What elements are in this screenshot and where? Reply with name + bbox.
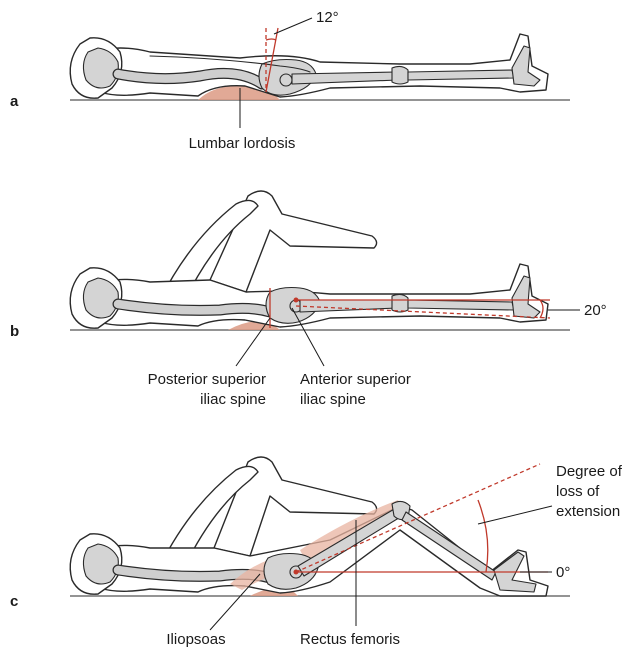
angle-label-a: 12° <box>316 9 339 26</box>
panel-c: Degree of loss of extension 0° Iliopsoas… <box>10 457 623 648</box>
panel-a: 12° Lumbar lordosis a <box>10 9 570 152</box>
label-lumbar-lordosis: Lumbar lordosis <box>189 135 296 152</box>
leader-degree <box>478 506 552 524</box>
label-posterior-line2: iliac spine <box>200 391 266 408</box>
label-anterior-line1: Anterior superior <box>300 371 411 388</box>
leader-angle-a <box>274 18 312 34</box>
label-zero-degree: 0° <box>556 564 570 581</box>
label-anterior-line2: iliac spine <box>300 391 366 408</box>
asis-dot-b <box>294 298 299 303</box>
panel-b: 20° Posterior superior iliac spine Anter… <box>10 191 607 408</box>
label-degree-line1: Degree of <box>556 463 623 480</box>
angle-arc-a <box>266 39 276 40</box>
panel-letter-a: a <box>10 93 19 110</box>
tibia-b <box>408 300 514 310</box>
body-outline-a <box>96 34 548 97</box>
label-degree-line3: extension <box>556 503 620 520</box>
angle-label-b: 20° <box>584 302 607 319</box>
label-rectus-femoris: Rectus femoris <box>300 631 400 648</box>
label-posterior-line1: Posterior superior <box>148 371 266 388</box>
tibia-a <box>408 70 514 80</box>
body-outline-b <box>96 264 548 327</box>
knee-b <box>392 294 408 312</box>
panel-letter-b: b <box>10 323 19 340</box>
panel-letter-c: c <box>10 593 18 610</box>
tibia-c <box>402 512 496 580</box>
asis-dot-c <box>294 570 299 575</box>
label-iliopsoas: Iliopsoas <box>166 631 225 648</box>
knee-a <box>392 66 408 84</box>
hip-joint-a <box>280 74 292 86</box>
label-degree-line2: loss of <box>556 483 600 500</box>
